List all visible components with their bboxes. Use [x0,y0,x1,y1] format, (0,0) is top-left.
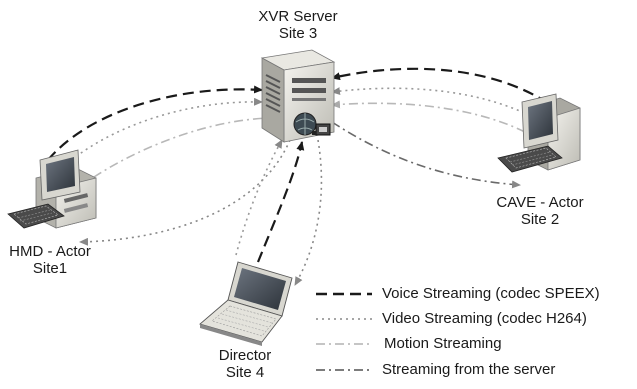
video-link-hmd-server [61,97,263,169]
motion-link-hmd-server [77,114,271,189]
director-site: Site 4 [225,364,265,381]
hmd-name: HMD - Actor [9,243,91,260]
server-name: XVR Server [258,8,338,25]
voice-link-cave-server [331,67,549,104]
director-label: Director Site 4 [205,347,285,381]
link-director-server [235,139,323,286]
server-label: XVR Server Site 3 [248,8,348,42]
director-name: Director [218,347,272,364]
legend-motion-label: Motion Streaming [384,335,502,352]
voice-link-director-server [256,141,305,263]
video-link-cave-server [331,87,536,119]
legend-voice-label: Voice Streaming (codec SPEEX) [382,285,600,302]
voice-link-hmd-server [47,85,263,161]
hmd-label: HMD - Actor Site1 [0,243,100,277]
video-link-director-server [235,139,283,256]
cave-site: Site 2 [520,211,560,228]
server-stream-to-cave [331,121,521,189]
server-site: Site 3 [278,25,318,42]
server-stream-to-director [294,139,323,286]
cave-name: CAVE - Actor [496,194,584,211]
hmd-site: Site1 [32,260,68,277]
video-camera-icon [312,123,331,136]
server-icon [260,49,336,143]
legend-video-label: Video Streaming (codec H264) [382,310,587,327]
legend [316,292,372,371]
hmd-computer-icon [7,149,97,229]
legend-server-stream-label: Streaming from the server [382,361,556,378]
link-hmd-server [47,85,291,246]
link-cave-server [331,67,549,189]
cave-computer-icon [497,93,581,173]
director-laptop-icon [199,261,293,346]
motion-link-cave-server [331,100,526,133]
cave-label: CAVE - Actor Site 2 [480,194,600,228]
server-stream-to-hmd [79,139,291,246]
